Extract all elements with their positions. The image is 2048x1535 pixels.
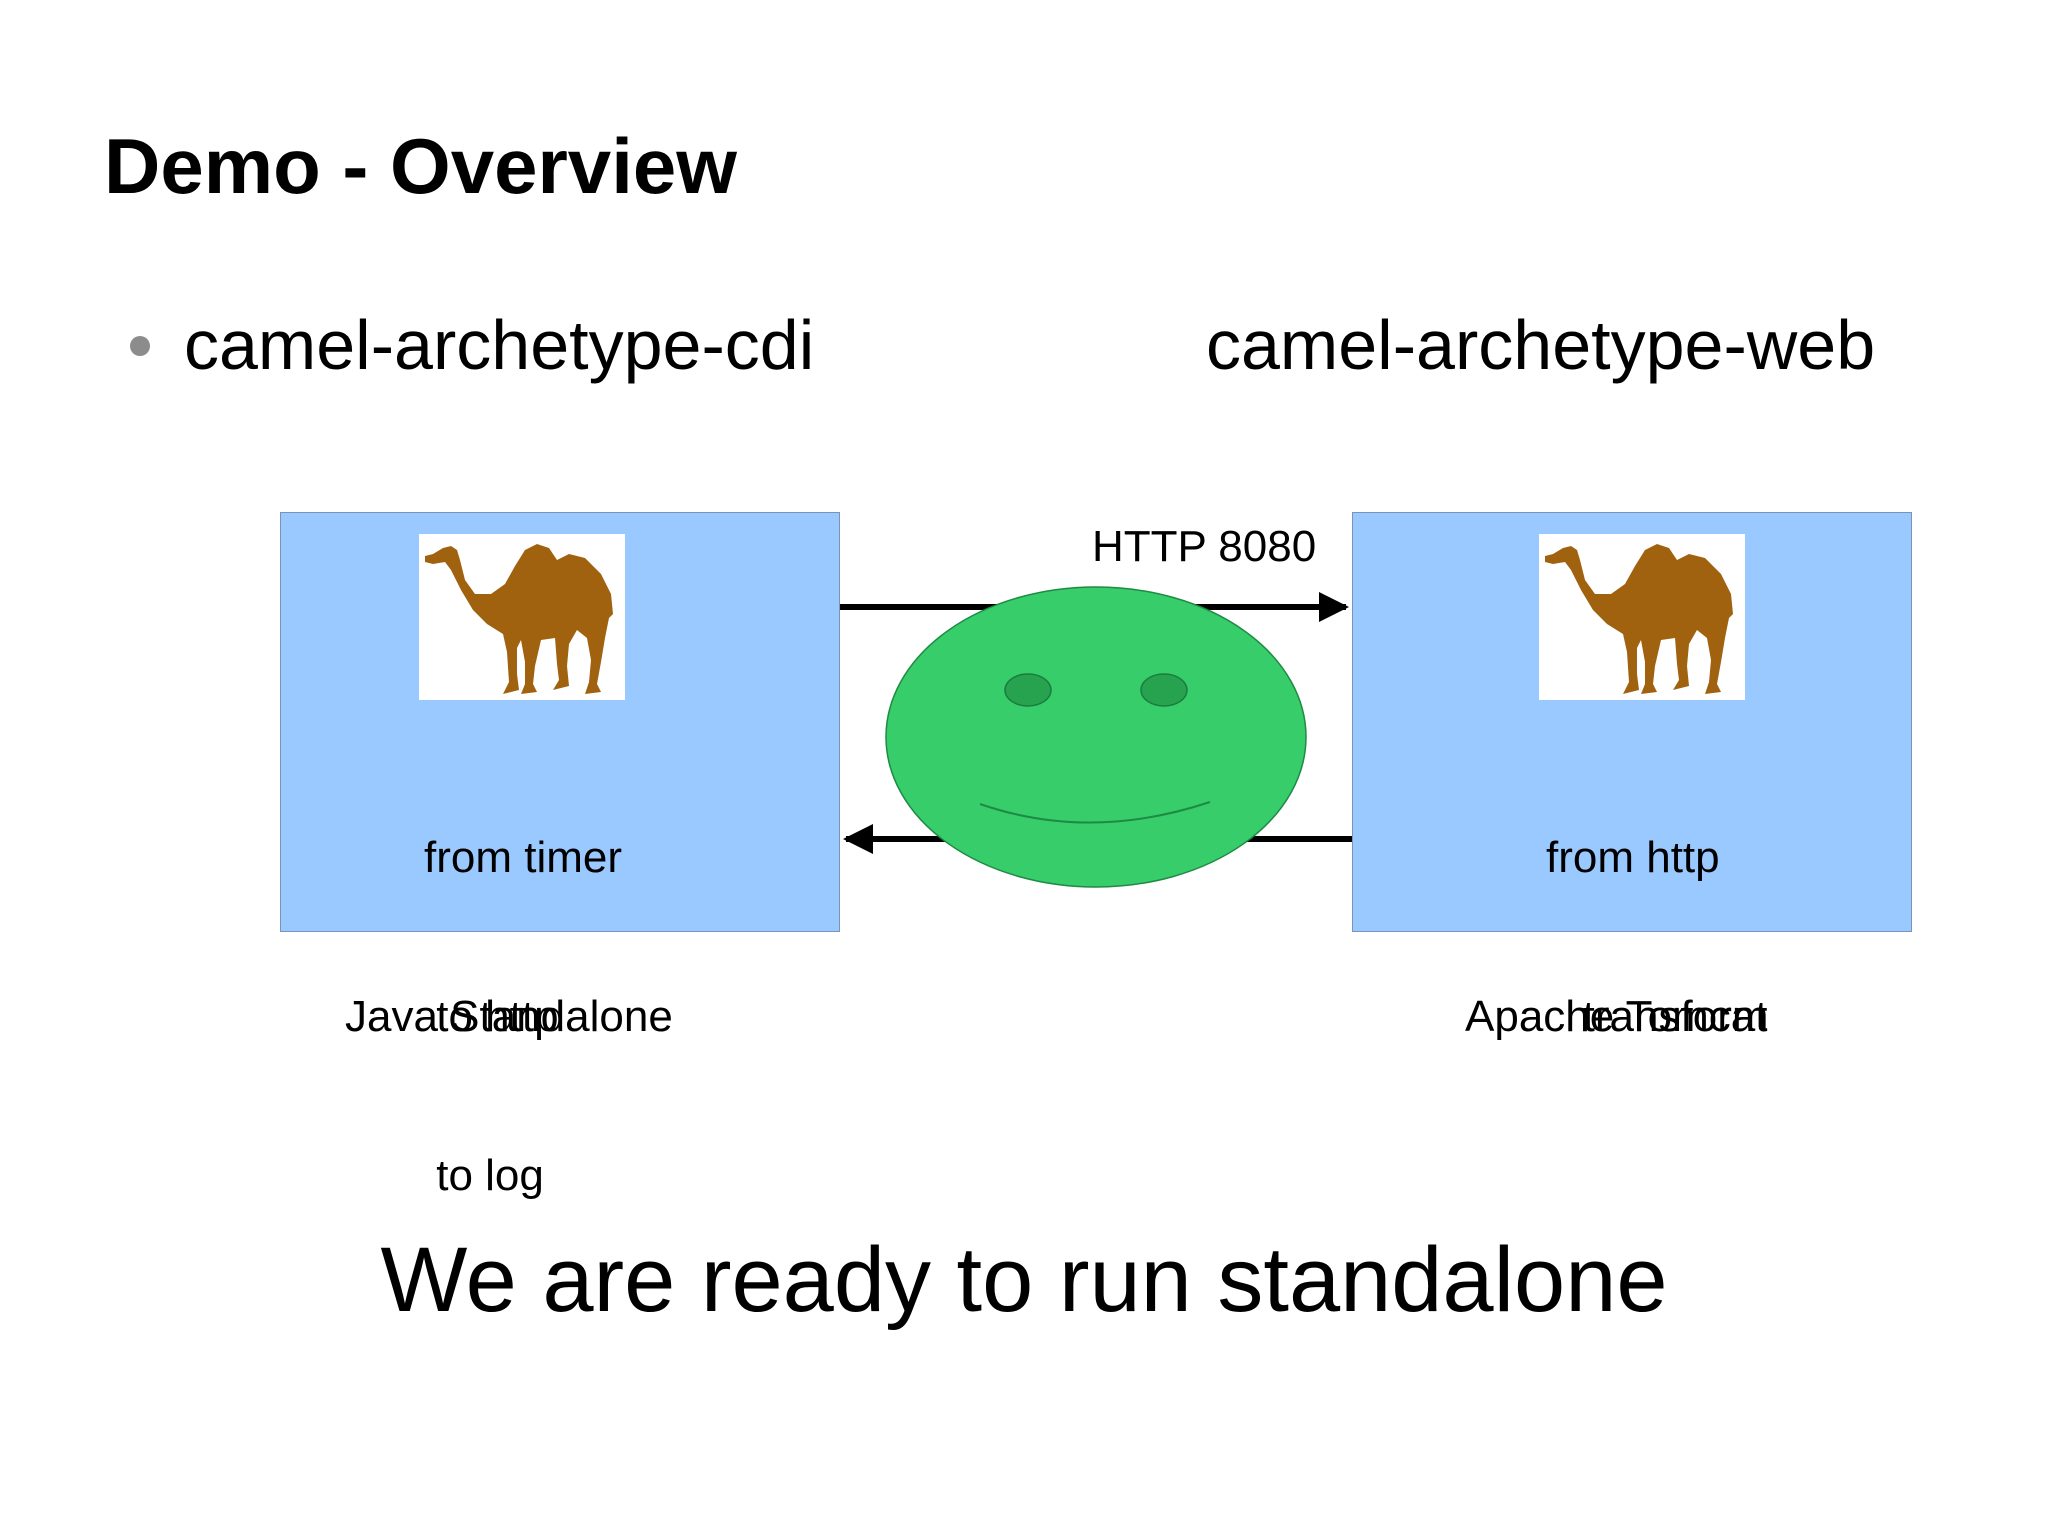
slide-title: Demo - Overview	[104, 122, 737, 210]
java-standalone-node: from timer to http to log	[280, 512, 840, 1200]
archetype-web-label: camel-archetype-web	[1206, 306, 1876, 384]
bullet-dot	[130, 336, 150, 356]
route-line: from timer	[424, 833, 622, 882]
route-description: from timer to http to log	[424, 725, 622, 1308]
apache-tomcat-label: Apache Tomcat	[1465, 992, 1768, 1041]
smiley-left-eye	[1004, 673, 1052, 707]
tagline: We are ready to run standalone	[380, 1229, 1668, 1331]
smiley-right-eye	[1140, 673, 1188, 707]
route-line: to http	[424, 992, 559, 1041]
http-port-label: HTTP 8080	[1092, 522, 1317, 571]
bullet-row: camel-archetype-cdi camel-archetype-web	[126, 300, 2026, 390]
route-line: from http	[1546, 833, 1720, 882]
smiley-mouth	[979, 801, 1211, 824]
camel-icon	[419, 534, 625, 700]
route-line: transform	[1546, 992, 1769, 1041]
route-description: from http transform	[1546, 725, 1769, 1149]
archetype-cdi-label: camel-archetype-cdi	[184, 306, 815, 384]
java-standalone-label: Java Standalone	[345, 992, 673, 1041]
route-line: to log	[424, 1151, 544, 1200]
camel-icon	[1539, 534, 1745, 700]
apache-tomcat-node: from http transform	[1352, 512, 1912, 1041]
smiley-face-icon	[885, 586, 1307, 888]
